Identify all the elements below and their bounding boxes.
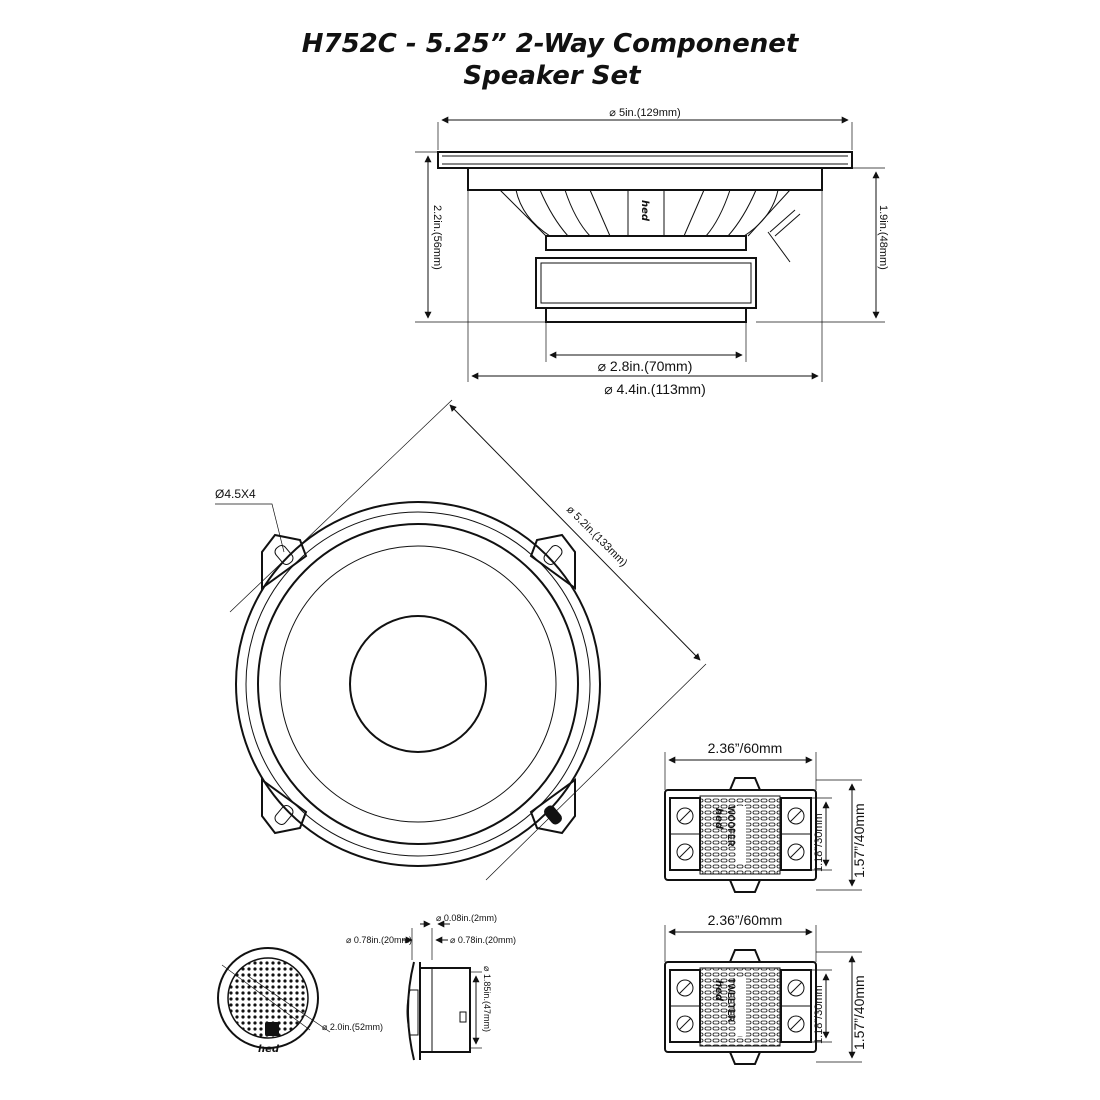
xover-tweeter-label: TWEETER [726, 978, 736, 1022]
crossover-woofer: 2.36”/60mm hed WOOFER 1.18”/30mm 1.57”/4… [664, 740, 867, 893]
tweeter-front-diameter: ⌀ 2.0in.(52mm) [322, 1022, 383, 1032]
xover-tweeter-width: 2.36”/60mm [708, 912, 783, 928]
dim-magnet-diameter: ⌀ 2.8in.(70mm) [598, 358, 693, 374]
xover-tweeter-brand: hed [713, 980, 724, 1002]
xover-tweeter-inner-height: 1.18”/30mm [813, 985, 825, 1044]
hole-label: Ø4.5X4 [215, 487, 256, 501]
tweeter-left-dim: ⌀ 0.78in.(20mm) [346, 935, 412, 945]
dim-outer-diameter: ø 5.2in.(133mm) [564, 504, 630, 570]
tweeter-flange-dim: ⌀ 0.08in.(2mm) [436, 913, 497, 923]
xover-woofer-outer-height: 1.57”/40mm [851, 803, 867, 878]
dim-top-diameter: ⌀ 5in.(129mm) [609, 107, 680, 119]
title-line-2: Speaker Set [463, 61, 642, 91]
woofer-side-view: ⌀ 5in.(129mm) hed 2.2in.(56mm) 1.9in.(48 [415, 107, 889, 397]
dim-height-total: 2.2in.(56mm) [431, 205, 443, 270]
woofer-side-brand: hed [639, 200, 650, 222]
dim-basket-diameter: ⌀ 4.4in.(113mm) [604, 381, 706, 397]
title-line-1: H752C - 5.25” 2-Way Componenet [302, 29, 800, 59]
tweeter-side-view: ⌀ 0.08in.(2mm) ⌀ 0.78in.(20mm) ⌀ 0.78in.… [346, 913, 516, 1061]
xover-woofer-label: WOOFER [726, 806, 736, 847]
crossover-tweeter: 2.36”/60mm hed TWEETER 1.18”/30mm 1.57”/… [664, 912, 867, 1065]
tweeter-front-brand: hed [258, 1044, 280, 1055]
xover-woofer-brand: hed [713, 808, 724, 830]
woofer-front-view: ø 5.2in.(133mm) Ø4.5X4 [215, 399, 707, 881]
tweeter-right-dim: ⌀ 0.78in.(20mm) [450, 935, 516, 945]
xover-woofer-width: 2.36”/60mm [708, 740, 783, 756]
tweeter-height-dim: ⌀ 1.85in.(47mm) [482, 966, 492, 1032]
tweeter-front-view: hed ⌀ 2.0in.(52mm) [217, 947, 383, 1055]
xover-woofer-inner-height: 1.18”/30mm [813, 813, 825, 872]
xover-tweeter-outer-height: 1.57”/40mm [851, 975, 867, 1050]
dim-height-mount: 1.9in.(48mm) [877, 205, 889, 270]
